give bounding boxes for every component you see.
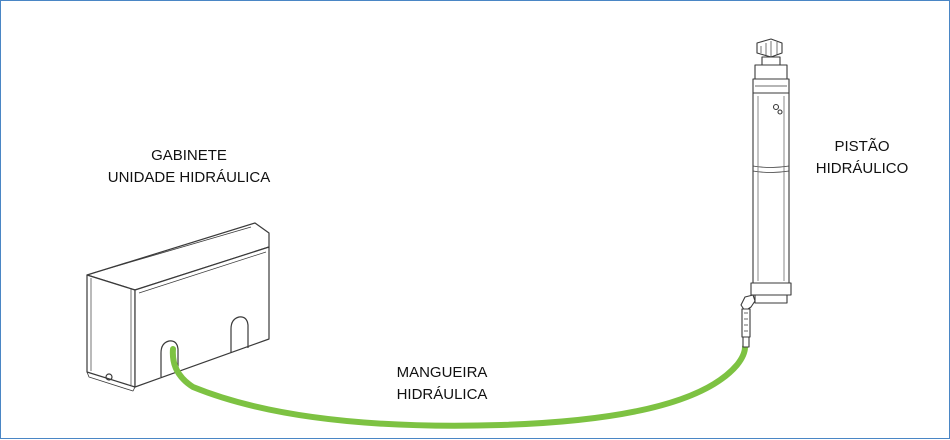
- cabinet-label-line1: GABINETE: [151, 147, 227, 164]
- piston-label-line2: HIDRÁULICO: [815, 160, 909, 177]
- cabinet-label-line2: UNIDADE HIDRÁULICA: [107, 169, 271, 186]
- piston-label: PISTÃO HIDRÁULICO: [797, 136, 927, 180]
- hose-label: MANGUEIRA HIDRÁULICA: [367, 362, 517, 406]
- hydraulic-piston: [740, 38, 792, 348]
- hydraulic-unit-cabinet: [86, 222, 270, 392]
- piston-label-line1: PISTÃO: [834, 138, 890, 155]
- hose-label-line1: MANGUEIRA: [396, 364, 488, 381]
- cabinet-label: GABINETE UNIDADE HIDRÁULICA: [79, 145, 299, 189]
- hose-label-line2: HIDRÁULICA: [396, 386, 488, 403]
- hydraulic-hose: [169, 344, 748, 429]
